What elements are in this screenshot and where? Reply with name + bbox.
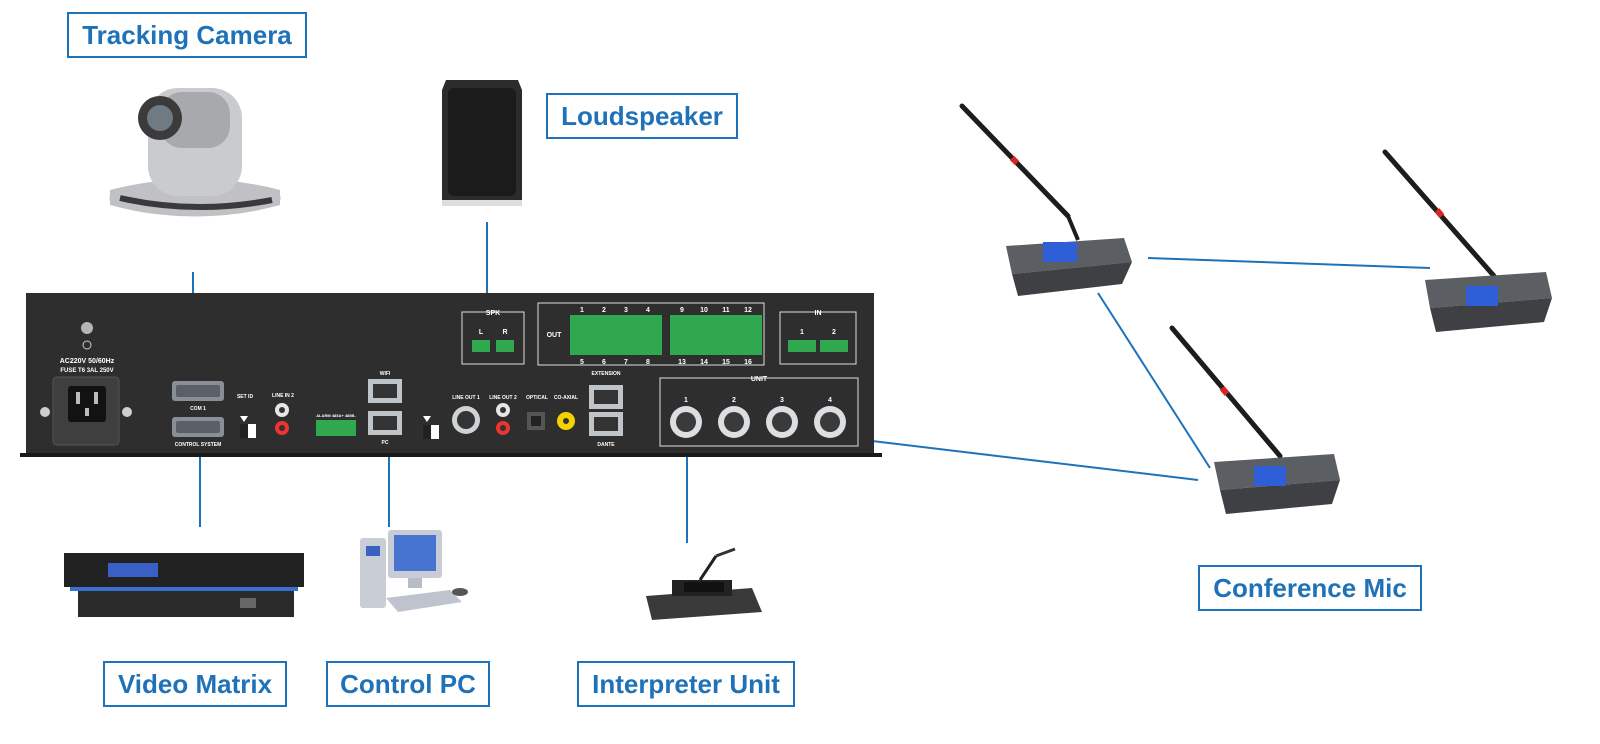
label-loudspeaker: Loudspeaker [546, 93, 738, 139]
out-channel-number: 10 [700, 307, 708, 314]
power-rating-text: AC220V 50/60Hz [60, 358, 115, 365]
out-channel-number: 14 [700, 359, 708, 366]
wire-mic-chain-1 [1147, 257, 1431, 269]
line-out2-label: LINE OUT 2 [489, 395, 517, 401]
alarm-label: ALARM 485A+ 485B- [316, 413, 356, 418]
dante-label: DANTE [597, 442, 615, 448]
in-channel-number: 2 [832, 329, 836, 336]
label-control-pc: Control PC [326, 661, 490, 707]
spk-label: SPK [486, 310, 500, 317]
video-matrix-icon [64, 553, 304, 617]
out-channel-number: 11 [722, 307, 730, 314]
out-channel-number: 4 [646, 307, 650, 314]
out-channel-number: 1 [580, 307, 584, 314]
conference-mic-icon-3 [1169, 325, 1340, 514]
out-channel-number: 7 [624, 359, 628, 366]
processor-rear-panel: AC220V 50/60Hz FUSE T6 3AL 250V COM 1 CO… [20, 293, 882, 457]
out-channel-number: 12 [744, 307, 752, 314]
out-channel-number: 16 [744, 359, 752, 366]
control-pc-icon [360, 530, 468, 612]
label-video-matrix: Video Matrix [103, 661, 287, 707]
unit-label: UNIT [751, 376, 768, 383]
line-out1-label: LINE OUT 1 [452, 395, 480, 401]
control-system-label: CONTROL SYSTEM [175, 442, 222, 448]
wifi-label: WIFI [380, 371, 391, 377]
unit-port-number: 4 [828, 397, 832, 404]
out-channel-number: 2 [602, 307, 606, 314]
out-label: OUT [547, 332, 563, 339]
conference-mic-icon-2 [1382, 149, 1552, 332]
interpreter-unit-icon [646, 547, 762, 620]
extension-label: EXTENSION [592, 371, 621, 377]
fuse-rating-text: FUSE T6 3AL 250V [60, 368, 113, 374]
set-id-label: SET ID [237, 394, 254, 400]
spk-l-label: L [479, 329, 484, 336]
unit-port-number: 3 [780, 397, 784, 404]
out-channel-number: 5 [580, 359, 584, 366]
out-channel-number: 15 [722, 359, 730, 366]
tracking-camera-icon [109, 88, 281, 217]
in-channel-number: 1 [800, 329, 804, 336]
unit-port-number: 1 [684, 397, 688, 404]
optical-label: OPTICAL [526, 395, 548, 401]
in-label: IN [815, 310, 822, 317]
unit-port-number: 2 [732, 397, 736, 404]
label-tracking-camera: Tracking Camera [67, 12, 307, 58]
out-channel-number: 3 [624, 307, 628, 314]
wire-mic-chain-2 [1097, 292, 1211, 469]
out-channel-number: 6 [602, 359, 606, 366]
out-channel-number: 8 [646, 359, 650, 366]
loudspeaker-icon [442, 80, 522, 206]
conference-mic-icon-1 [959, 103, 1132, 296]
out-channel-number: 9 [680, 307, 684, 314]
pc-port-label: PC [382, 440, 389, 446]
spk-r-label: R [502, 329, 507, 336]
label-conference-mic: Conference Mic [1198, 565, 1422, 611]
line-in-label: LINE IN 2 [272, 393, 294, 399]
label-interpreter-unit: Interpreter Unit [577, 661, 795, 707]
com1-label: COM 1 [190, 406, 206, 412]
out-channel-number: 13 [678, 359, 686, 366]
coaxial-label: CO-AXIAL [554, 395, 578, 401]
